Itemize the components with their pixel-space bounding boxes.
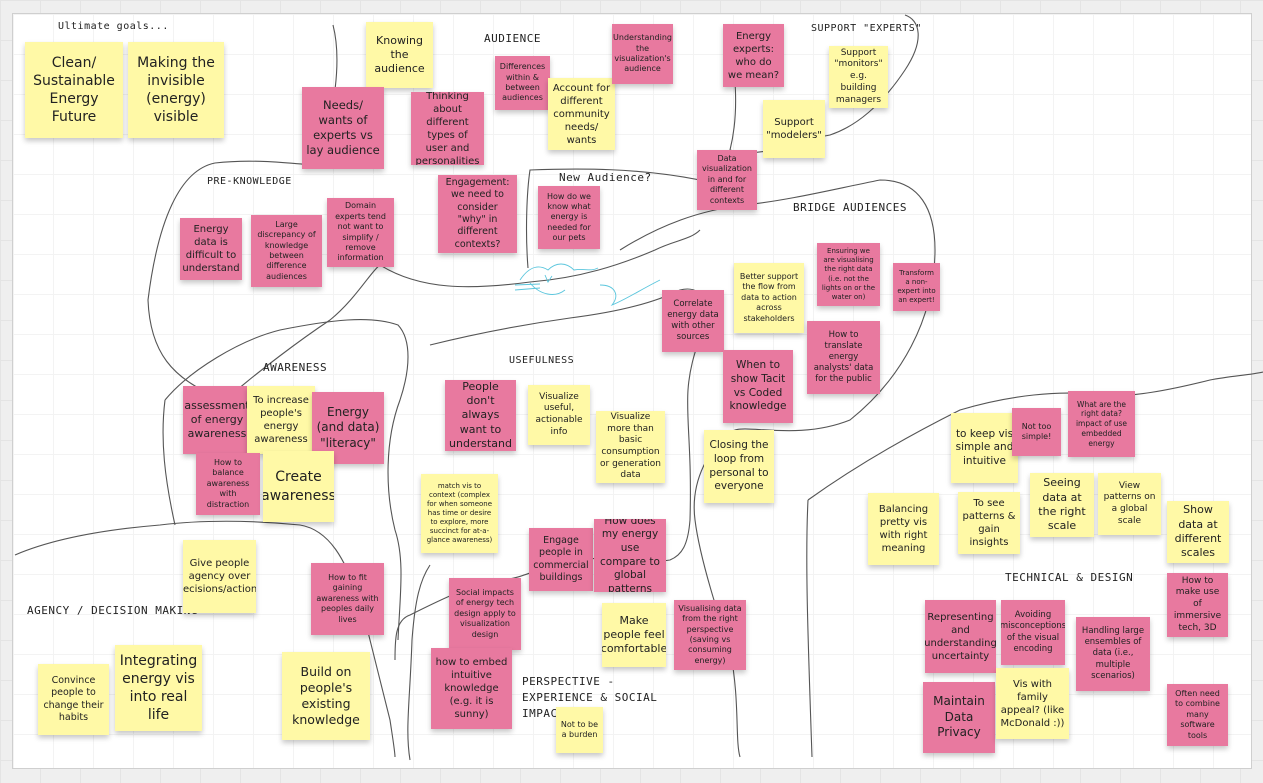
note-translate-analysts-data[interactable]: How to translate energy analysts' data f… [807,321,880,394]
label-new-audience: New Audience? [559,171,652,184]
note-differences-audiences[interactable]: Differences within & between audiences [495,56,550,110]
note-create-awareness[interactable]: Create awareness [263,451,334,522]
note-energy-experts[interactable]: Energy experts: who do we mean? [723,24,784,87]
note-feel-comfortable[interactable]: Make people feel comfortable [602,603,666,667]
note-vis-different-contexts[interactable]: Data visualization in and for different … [697,150,757,210]
note-patterns-insights[interactable]: To see patterns & gain insights [958,492,1020,554]
note-support-monitors[interactable]: Support "monitors" e.g. building manager… [829,46,888,108]
note-right-data-embedded[interactable]: What are the right data? impact of use e… [1068,391,1135,457]
label-agency: AGENCY / DECISION MAKING [27,604,198,617]
label-perspective: PERSPECTIVE - EXPERIENCE & SOCIAL IMPACT [522,675,658,720]
note-large-ensembles[interactable]: Handling large ensembles of data (i.e., … [1076,617,1150,691]
note-match-vis-context[interactable]: match vis to context (complex for when s… [421,474,498,553]
note-global-scale[interactable]: View patterns on a global scale [1098,473,1161,535]
note-social-impacts[interactable]: Social impacts of energy tech design app… [449,578,521,650]
note-family-appeal[interactable]: Vis with family appeal? (like McDonald :… [996,668,1069,739]
note-support-modelers[interactable]: Support "modelers" [763,100,825,158]
note-simple-intuitive[interactable]: to keep vis simple and intuitive [951,413,1018,483]
note-pretty-vis-meaning[interactable]: Balancing pretty vis with right meaning [868,493,939,565]
note-uncertainty[interactable]: Representing and understanding uncertain… [925,600,996,673]
note-not-a-burden[interactable]: Not to be a burden [556,707,603,753]
note-increase-awareness[interactable]: To increase people's energy awareness [247,386,315,454]
note-software-tools[interactable]: Often need to combine many software tool… [1167,684,1228,746]
note-correlate-energy-data[interactable]: Correlate energy data with other sources [662,290,724,352]
label-ultimate-goals: Ultimate goals... [58,21,169,32]
note-commercial-buildings[interactable]: Engage people in commercial buildings [529,528,593,591]
note-not-too-simple[interactable]: Not too simple! [1012,408,1061,456]
note-different-scales[interactable]: Show data at different scales [1167,501,1229,563]
note-right-perspective[interactable]: Visualising data from the right perspect… [674,600,746,670]
note-integrating-real-life[interactable]: Integrating energy vis into real life [115,645,202,731]
label-support-experts: SUPPORT "EXPERTS" [811,23,922,34]
note-existing-knowledge[interactable]: Build on people's existing knowledge [282,652,370,740]
note-community-needs[interactable]: Account for different community needs/ w… [548,78,615,150]
note-right-scale[interactable]: Seeing data at the right scale [1030,473,1094,537]
label-usefulness: USEFULNESS [509,355,575,366]
note-daily-lives[interactable]: How to fit gaining awareness with people… [311,563,384,635]
note-domain-experts-simplify[interactable]: Domain experts tend not want to simplify… [327,198,394,267]
note-understanding-vis-audience[interactable]: Understanding the visualization's audien… [612,24,673,84]
note-global-patterns-compare[interactable]: How does my energy use compare to global… [594,519,666,592]
label-audience: AUDIENCE [484,32,541,45]
label-awareness: AWARENESS [263,361,328,374]
note-intuitive-knowledge[interactable]: how to embed intuitive knowledge (e.g. i… [431,648,512,729]
note-closing-the-loop[interactable]: Closing the loop from personal to everyo… [704,430,774,503]
label-bridge-audiences: BRIDGE AUDIENCES [793,201,907,214]
note-data-privacy[interactable]: Maintain Data Privacy [923,682,995,753]
note-beyond-basic-consumption[interactable]: Visualize more than basic consumption or… [596,411,665,483]
note-right-data[interactable]: Ensuring we are visualising the right da… [817,243,880,306]
note-types-of-user[interactable]: Thinking about different types of user a… [411,92,484,165]
note-needs-experts[interactable]: Needs/ wants of experts vs lay audience [302,87,384,169]
note-knowledge-discrepancy[interactable]: Large discrepancy of knowledge between d… [251,215,322,287]
note-data-to-action[interactable]: Better support the flow from data to act… [734,263,804,333]
note-dont-want-understand[interactable]: People don't always want to understand [445,380,516,451]
note-knowing-audience[interactable]: Knowing the audience [366,22,433,88]
note-pets-energy[interactable]: How do we know what energy is needed for… [538,186,600,249]
label-pre-knowledge: PRE-KNOWLEDGE [207,176,292,187]
note-actionable-info[interactable]: Visualize useful, actionable info [528,385,590,445]
note-immersive-tech[interactable]: How to make use of immersive tech, 3D [1167,573,1228,637]
note-clean-sustainable[interactable]: Clean/ Sustainable Energy Future [25,42,123,138]
note-change-habits[interactable]: Convince people to change their habits [38,664,109,735]
note-tacit-vs-coded[interactable]: When to show Tacit vs Coded knowledge [723,350,793,423]
note-energy-data-difficult[interactable]: Energy data is difficult to understand [180,218,242,280]
label-technical: TECHNICAL & DESIGN [1005,571,1134,584]
note-engagement-why[interactable]: Engagement: we need to consider "why" in… [438,175,517,253]
note-misconceptions[interactable]: Avoiding misconceptions of the visual en… [1001,600,1065,665]
note-balance-distraction[interactable]: How to balance awareness with distractio… [196,453,260,515]
note-agency-decisions[interactable]: Give people agency over decisions/action… [183,540,256,613]
note-transform-non-expert[interactable]: Transform a non-expert into an expert! [893,263,940,311]
note-assessment-awareness[interactable]: assessment of energy awareness [183,386,251,454]
note-invisible-visible[interactable]: Making the invisible (energy) visible [128,42,224,138]
